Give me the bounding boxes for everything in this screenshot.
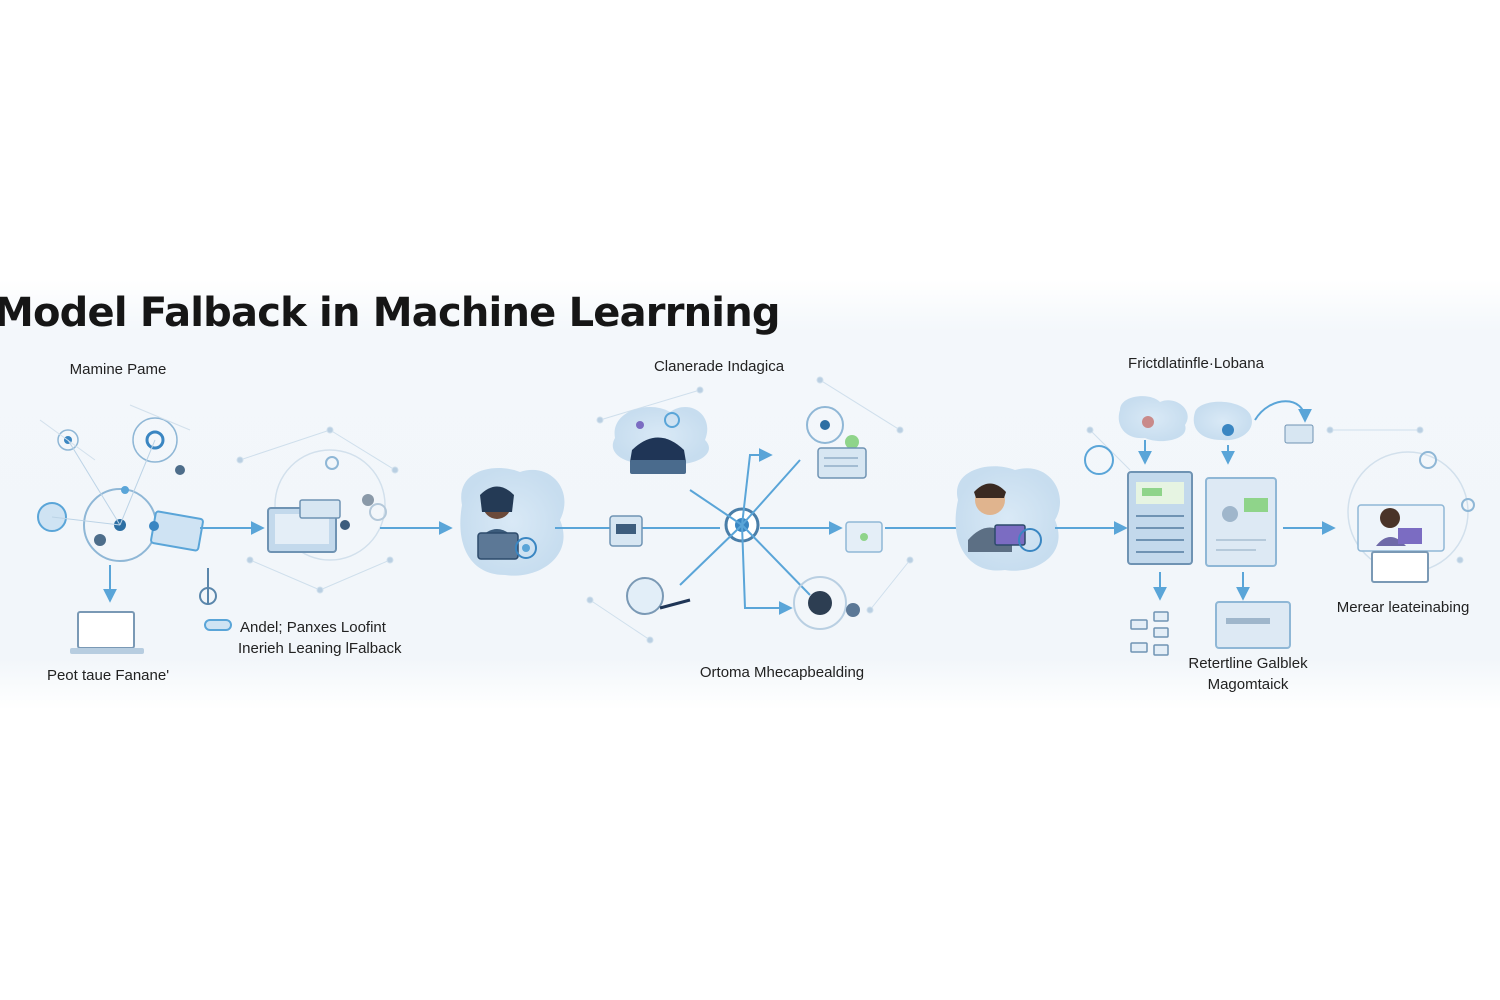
hub-bottom-label: Ortoma Mhecapbealding	[699, 664, 865, 681]
background-network	[236, 376, 1464, 644]
chip-device-icon	[609, 515, 643, 547]
small-box-icon	[845, 521, 883, 553]
person-analyst-icon	[955, 466, 1061, 571]
monitor-icon	[267, 449, 387, 561]
stage4-bottom-label-line1: Retertline Galblek	[1188, 655, 1308, 672]
stage1-top-label: Mamine Pame	[69, 361, 167, 378]
laptop-icon	[70, 611, 144, 654]
globe-icon	[626, 577, 691, 615]
person-at-computer-icon	[460, 468, 565, 576]
stage2-label-line1: Andel; Panxes Loofint	[240, 619, 386, 636]
lens-icon	[793, 576, 860, 630]
page-title: Model Falback in Machine Learrning	[0, 290, 781, 336]
hub-connectors	[679, 448, 843, 615]
stage4-top-label: Frictdlatinfle·Lobana	[1128, 355, 1264, 372]
card-device-icon	[149, 510, 204, 552]
stage5-label: Merear leateinabing	[1336, 599, 1470, 616]
network-cluster-icon	[37, 404, 191, 562]
node-tree-icon	[1130, 611, 1169, 656]
console-window-icon	[1215, 601, 1291, 649]
stage2-label-line2: Inerieh Leaning lFalback	[238, 640, 402, 657]
remote-user-icon	[1347, 451, 1475, 583]
stage1-bottom-label: Peot taue Fanane'	[46, 667, 170, 684]
dashboard-gear-icon	[806, 406, 867, 479]
tool-icon	[199, 568, 232, 631]
stage4-bottom-label-line2: Magomtaick	[1207, 676, 1289, 693]
cloud-icon	[612, 406, 709, 474]
dashboard-icon	[1205, 477, 1277, 567]
server-stack-icon	[1127, 471, 1193, 565]
hub-top-label: Clanerade Indagica	[653, 358, 785, 375]
cloud-sync-icon	[1084, 396, 1314, 475]
